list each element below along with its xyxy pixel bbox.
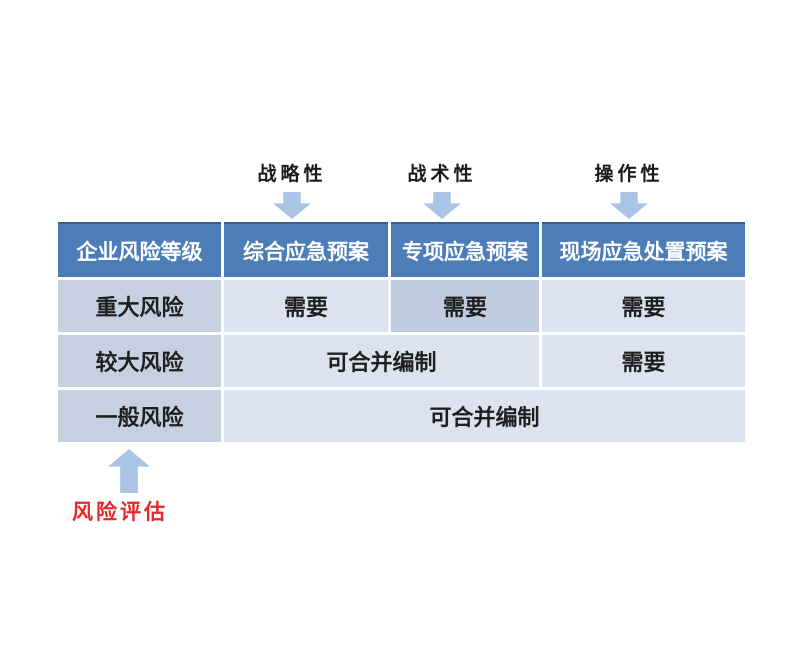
header-onsite-plan: 现场应急处置预案 bbox=[542, 222, 745, 277]
cell-larger-merged: 可合并编制 bbox=[224, 335, 539, 387]
row-larger-risk-label: 较大风险 bbox=[58, 335, 221, 387]
header-special-plan: 专项应急预案 bbox=[391, 222, 539, 277]
cell-general-merged: 可合并编制 bbox=[224, 390, 745, 442]
label-tactical: 战术性 bbox=[407, 163, 477, 185]
cell-major-special: 需要 bbox=[391, 280, 539, 332]
down-arrow-icon bbox=[273, 192, 311, 219]
risk-plan-table: 企业风险等级 综合应急预案 专项应急预案 现场应急处置预案 重大风险 需要 需要… bbox=[58, 222, 745, 442]
cell-major-comprehensive: 需要 bbox=[224, 280, 388, 332]
down-arrow-icon bbox=[610, 192, 648, 219]
label-strategic: 战略性 bbox=[257, 163, 327, 185]
down-arrow-icon bbox=[423, 192, 461, 219]
cell-larger-onsite: 需要 bbox=[542, 335, 745, 387]
label-operational: 操作性 bbox=[594, 163, 664, 185]
header-risk-level: 企业风险等级 bbox=[58, 222, 221, 277]
row-general-risk-label: 一般风险 bbox=[58, 390, 221, 442]
row-major-risk-label: 重大风险 bbox=[58, 280, 221, 332]
risk-assessment-label: 风险评估 bbox=[72, 499, 168, 524]
up-arrow-icon bbox=[108, 449, 150, 493]
header-comprehensive-plan: 综合应急预案 bbox=[224, 222, 388, 277]
cell-major-onsite: 需要 bbox=[542, 280, 745, 332]
